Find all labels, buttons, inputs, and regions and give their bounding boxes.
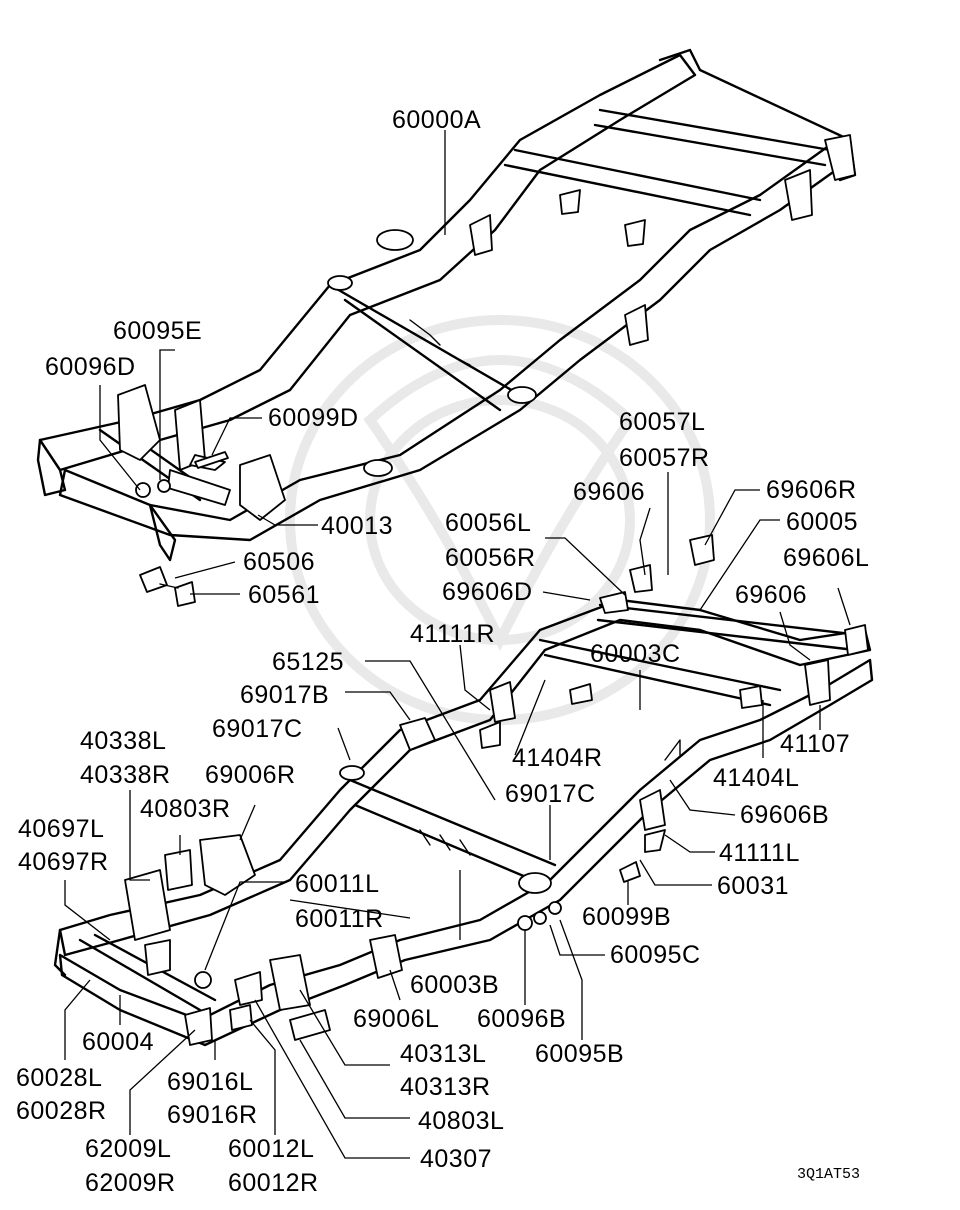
label-41404L: 41404L — [713, 764, 799, 792]
label-65125: 65125 — [272, 648, 344, 676]
leader-lines — [64, 130, 851, 1159]
label-40338L: 40338L — [80, 727, 166, 755]
label-69016R: 69016R — [167, 1101, 258, 1129]
part-labels: 60000A 60095E 60096D 60099D 40013 60506 … — [16, 106, 869, 1197]
label-60095E: 60095E — [113, 317, 202, 345]
upper-frame — [36, 48, 857, 562]
label-69606R: 69606R — [766, 476, 857, 504]
lower-frame — [53, 534, 874, 1047]
label-60000A: 60000A — [392, 106, 481, 134]
label-69006R: 69006R — [205, 761, 296, 789]
label-60095B: 60095B — [535, 1040, 624, 1068]
label-60028L: 60028L — [16, 1064, 102, 1092]
label-40313L: 40313L — [400, 1040, 486, 1068]
lower-fasteners — [194, 861, 641, 989]
label-60096B: 60096B — [477, 1005, 566, 1033]
label-60056R: 60056R — [445, 544, 536, 572]
label-60561: 60561 — [248, 581, 320, 609]
label-40697R: 40697R — [18, 848, 109, 876]
label-41111L: 41111L — [719, 839, 800, 867]
label-69016L: 69016L — [167, 1068, 253, 1096]
label-60011R: 60011R — [295, 905, 384, 933]
label-60095C: 60095C — [610, 941, 701, 969]
label-69017B: 69017B — [240, 681, 329, 709]
label-40307: 40307 — [420, 1145, 492, 1173]
label-60012R: 60012R — [228, 1169, 319, 1197]
label-60096D: 60096D — [45, 353, 136, 381]
label-62009R: 62009R — [85, 1169, 176, 1197]
label-62009L: 62009L — [85, 1135, 171, 1163]
label-40338R: 40338R — [80, 761, 171, 789]
label-40803L: 40803L — [418, 1107, 504, 1135]
label-69017C-2: 69017C — [505, 780, 596, 808]
label-60099B: 60099B — [582, 903, 671, 931]
label-69006L: 69006L — [353, 1005, 439, 1033]
label-60011L: 60011L — [295, 870, 380, 898]
label-41107: 41107 — [780, 730, 850, 758]
label-60056L: 60056L — [445, 509, 531, 537]
label-40803R: 40803R — [140, 795, 231, 823]
label-60099D: 60099D — [268, 404, 359, 432]
label-41111R: 41111R — [410, 620, 495, 648]
label-69606L: 69606L — [783, 544, 869, 572]
label-60028R: 60028R — [16, 1097, 107, 1125]
label-60005: 60005 — [786, 508, 858, 536]
diagram-code: 3Q1AT53 — [797, 1166, 860, 1183]
label-69017C: 69017C — [212, 715, 303, 743]
label-69606-b: 69606 — [735, 581, 807, 609]
label-60506: 60506 — [243, 548, 315, 576]
upper-fasteners — [135, 451, 229, 607]
label-40313R: 40313R — [400, 1073, 491, 1101]
label-69606-a: 69606 — [573, 478, 645, 506]
label-69606B: 69606B — [740, 801, 829, 829]
label-60057L: 60057L — [619, 408, 705, 436]
label-69606D: 69606D — [442, 578, 533, 606]
label-60031: 60031 — [717, 872, 789, 900]
label-60057R: 60057R — [619, 444, 710, 472]
label-40013: 40013 — [321, 512, 393, 540]
label-60012L: 60012L — [228, 1135, 314, 1163]
label-60004: 60004 — [82, 1028, 154, 1056]
label-60003B: 60003B — [410, 971, 499, 999]
label-40697L: 40697L — [18, 815, 104, 843]
label-41404R: 41404R — [512, 744, 603, 772]
label-60003C: 60003C — [590, 640, 681, 668]
